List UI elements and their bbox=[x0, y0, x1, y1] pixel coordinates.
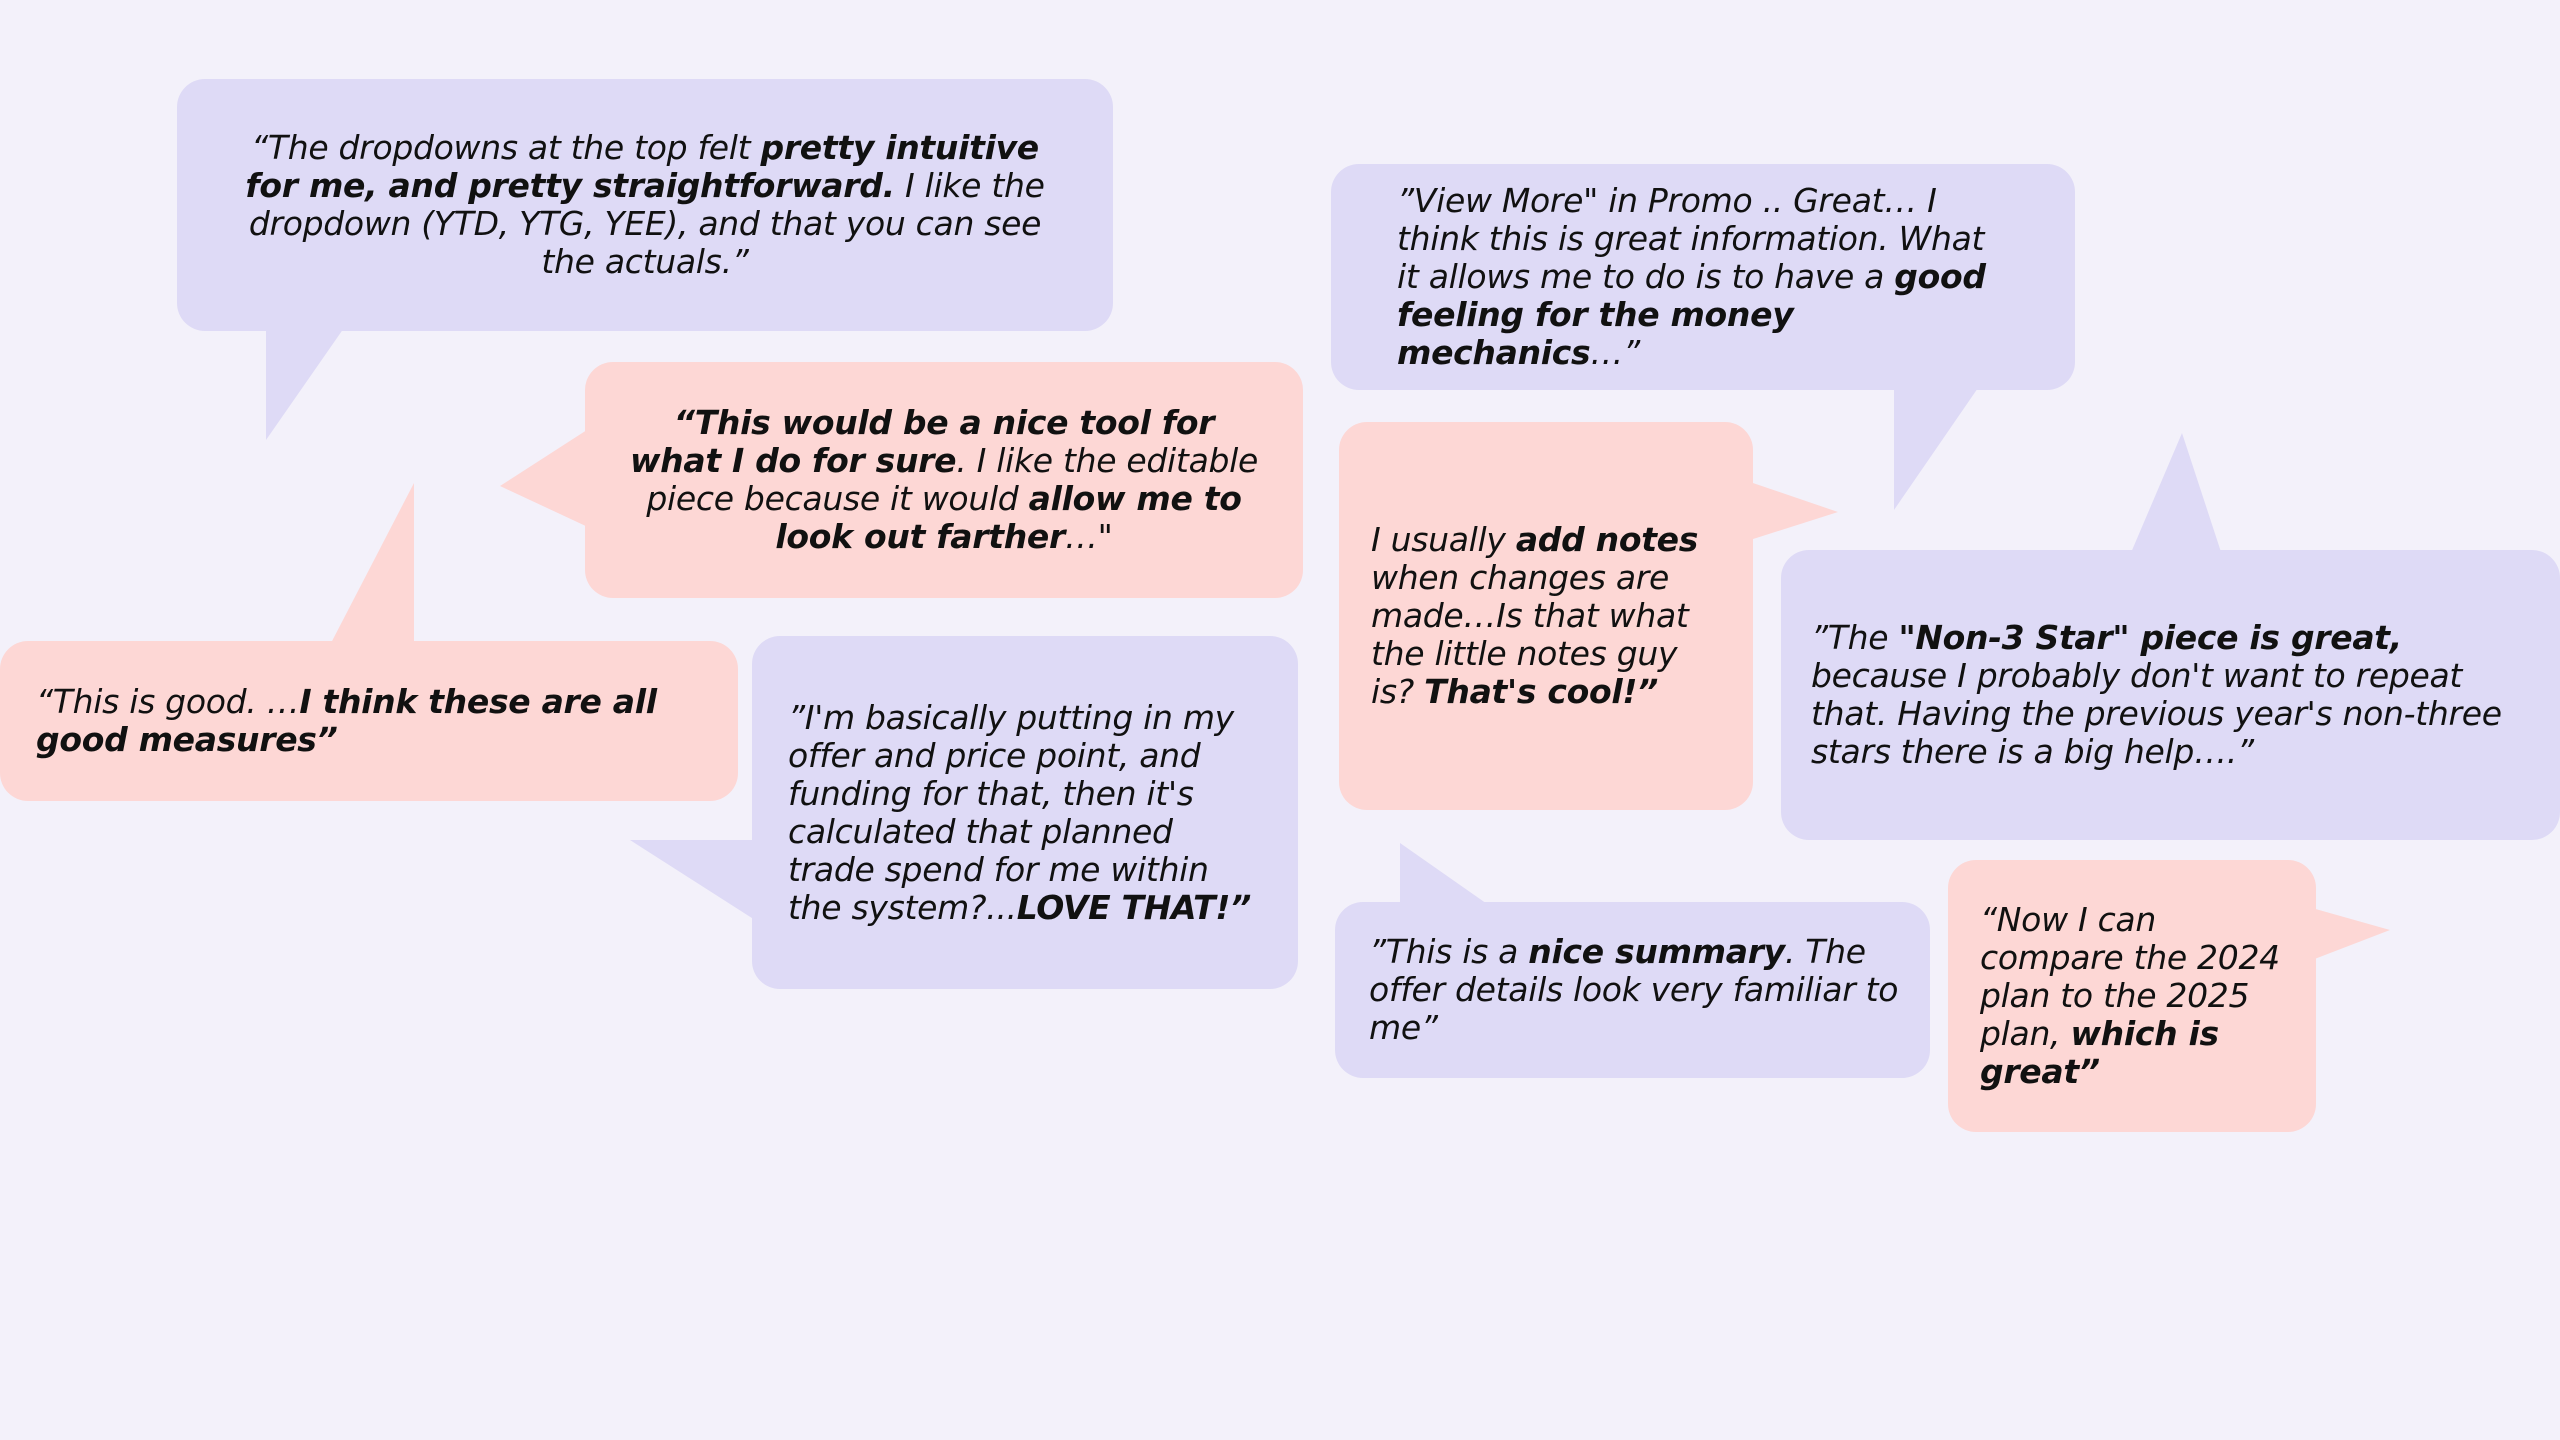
quote-text-dropdowns: “The dropdowns at the top felt pretty in… bbox=[245, 128, 1045, 281]
quote-bubble-view-more: ”View More" in Promo .. Great… I think t… bbox=[1331, 164, 2075, 390]
quote-text-add-notes: I usually add notes when changes are mad… bbox=[1371, 520, 1699, 711]
quote-text-non-3-star: ”The "Non-3 Star" piece is great, becaus… bbox=[1811, 618, 2502, 771]
bubble-tail-nice-summary bbox=[1400, 843, 1490, 906]
bubble-tail-add-notes bbox=[1750, 482, 1838, 540]
bubble-tail-dropdowns bbox=[266, 325, 346, 440]
quote-text-nice-tool: “This would be a nice tool for what I do… bbox=[629, 403, 1259, 556]
quote-bubble-add-notes: I usually add notes when changes are mad… bbox=[1339, 422, 1753, 810]
bubble-tail-offer-price-point bbox=[630, 840, 755, 920]
quote-bubble-nice-summary: ”This is a nice summary. The offer detai… bbox=[1335, 902, 1930, 1078]
quote-text-view-more: ”View More" in Promo .. Great… I think t… bbox=[1397, 181, 1986, 372]
bubble-tail-view-more bbox=[1894, 385, 1980, 510]
quote-text-offer-price-point: ”I'm basically putting in my offer and p… bbox=[788, 697, 1252, 927]
bubble-tail-all-good-measures bbox=[330, 483, 414, 645]
quote-bubble-compare-plans: “Now I can compare the 2024 plan to the … bbox=[1948, 860, 2316, 1132]
bubble-tail-nice-tool bbox=[500, 428, 590, 528]
bubble-tail-compare-plans bbox=[2312, 908, 2390, 960]
quote-bubble-offer-price-point: ”I'm basically putting in my offer and p… bbox=[752, 636, 1298, 989]
quote-text-compare-plans: “Now I can compare the 2024 plan to the … bbox=[1980, 900, 2280, 1091]
quote-text-all-good-measures: “This is good. …I think these are all go… bbox=[36, 682, 657, 759]
quote-bubble-nice-tool: “This would be a nice tool for what I do… bbox=[585, 362, 1303, 598]
quote-bubble-all-good-measures: “This is good. …I think these are all go… bbox=[0, 641, 738, 801]
quote-text-nice-summary: ”This is a nice summary. The offer detai… bbox=[1369, 932, 1899, 1047]
bubble-tail-non-3-star bbox=[2130, 433, 2222, 555]
quote-bubble-non-3-star: ”The "Non-3 Star" piece is great, becaus… bbox=[1781, 550, 2560, 840]
quote-bubble-dropdowns: “The dropdowns at the top felt pretty in… bbox=[177, 79, 1113, 331]
